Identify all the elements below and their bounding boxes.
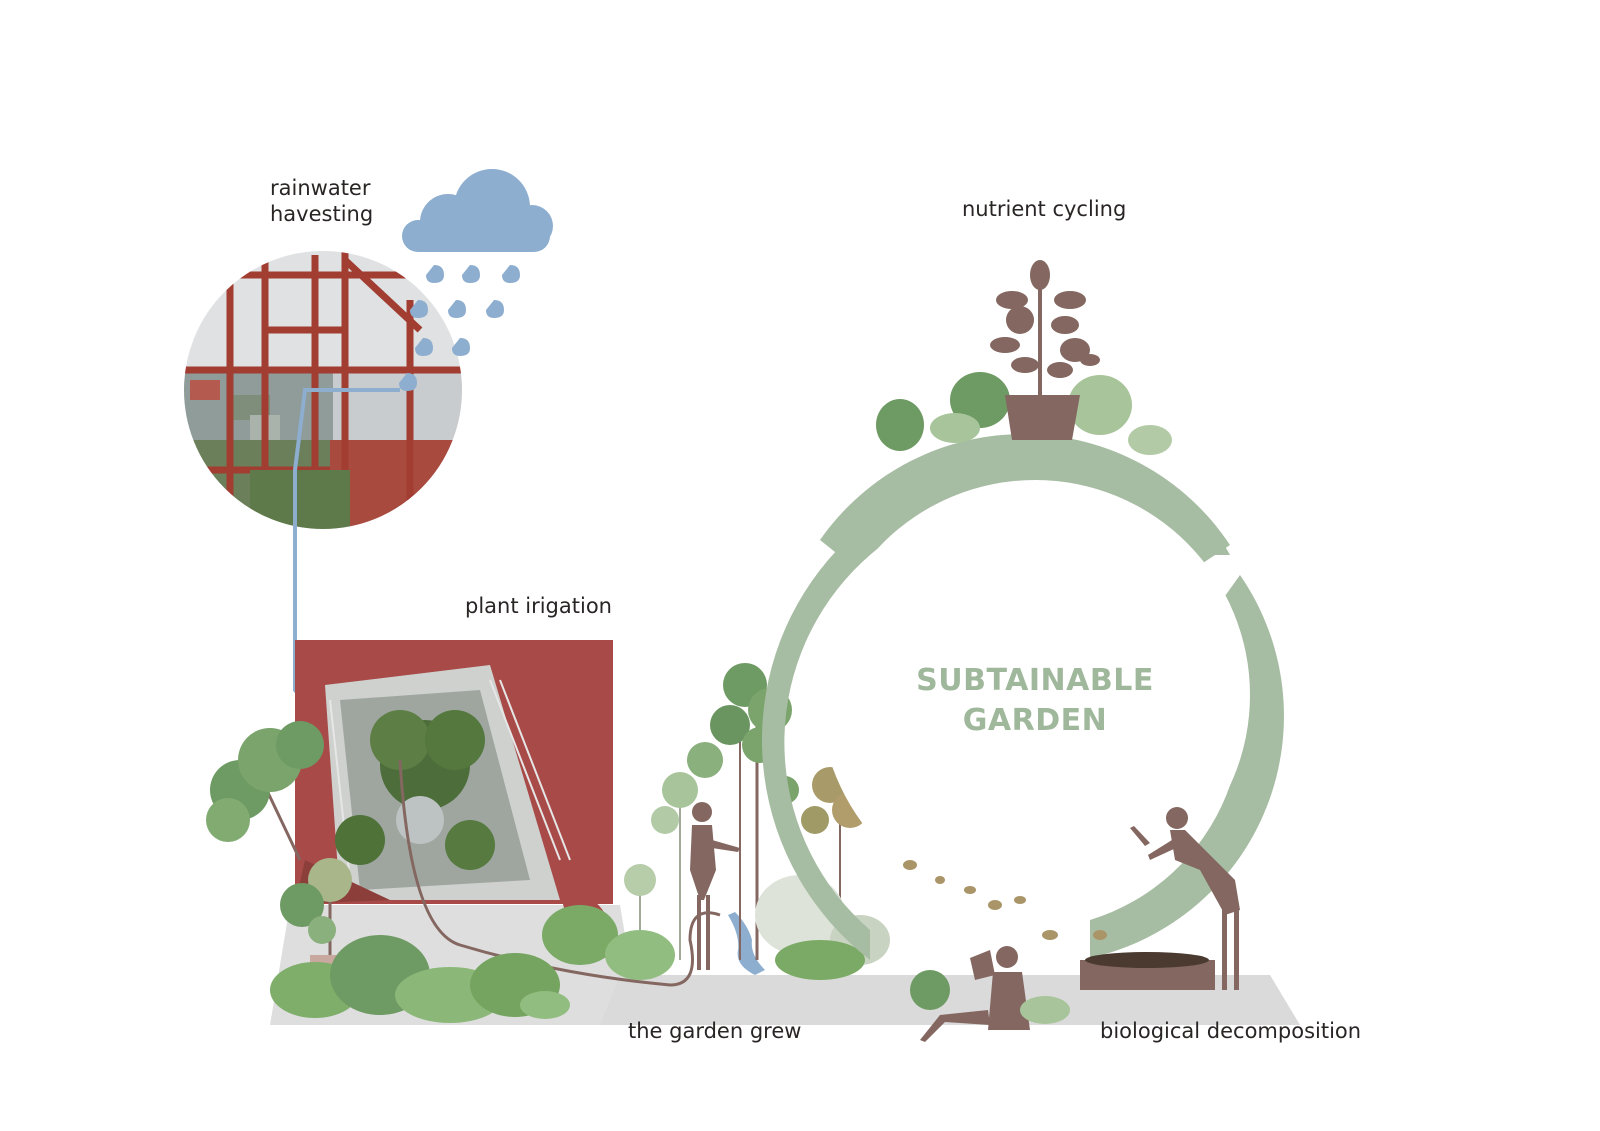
- label-biological-decomposition: biological decomposition: [1100, 1019, 1361, 1043]
- label-nutrient-cycling: nutrient cycling: [962, 197, 1126, 221]
- cycle-arrow-top: [820, 434, 1230, 565]
- label-plant-irigation: plant irigation: [465, 594, 612, 618]
- falling-leaves-icon: [903, 860, 1107, 940]
- person-sitting-reading-figure: [920, 946, 1030, 1042]
- middle-shrubs: [542, 875, 890, 980]
- rain-cloud-icon: [402, 169, 553, 252]
- cycle-arrow-right: [1090, 575, 1284, 958]
- garden-hose: [398, 759, 721, 987]
- bottom-right-shrubs: [910, 970, 1070, 1024]
- center-title-line2: GARDEN: [963, 703, 1107, 738]
- plant-irrigation-photo: [295, 640, 613, 960]
- label-garden-grew: the garden grew: [628, 1019, 801, 1043]
- middle-trees: [624, 663, 868, 960]
- label-rainwater-line2: havesting: [270, 202, 373, 226]
- label-rainwater-line1: rainwater: [270, 176, 371, 200]
- left-shrubs: [270, 935, 570, 1023]
- person-composting-figure: [1130, 807, 1240, 990]
- compost-bin: [1080, 952, 1215, 990]
- left-trees: [206, 721, 352, 967]
- cycle-ring: [761, 434, 1284, 960]
- top-shrubs: [876, 372, 1172, 455]
- raindrops-icon: [399, 265, 520, 391]
- potted-plant-icon: [990, 260, 1100, 440]
- center-title-line1: SUBTAINABLE: [916, 663, 1154, 698]
- person-watering-figure: [690, 802, 740, 970]
